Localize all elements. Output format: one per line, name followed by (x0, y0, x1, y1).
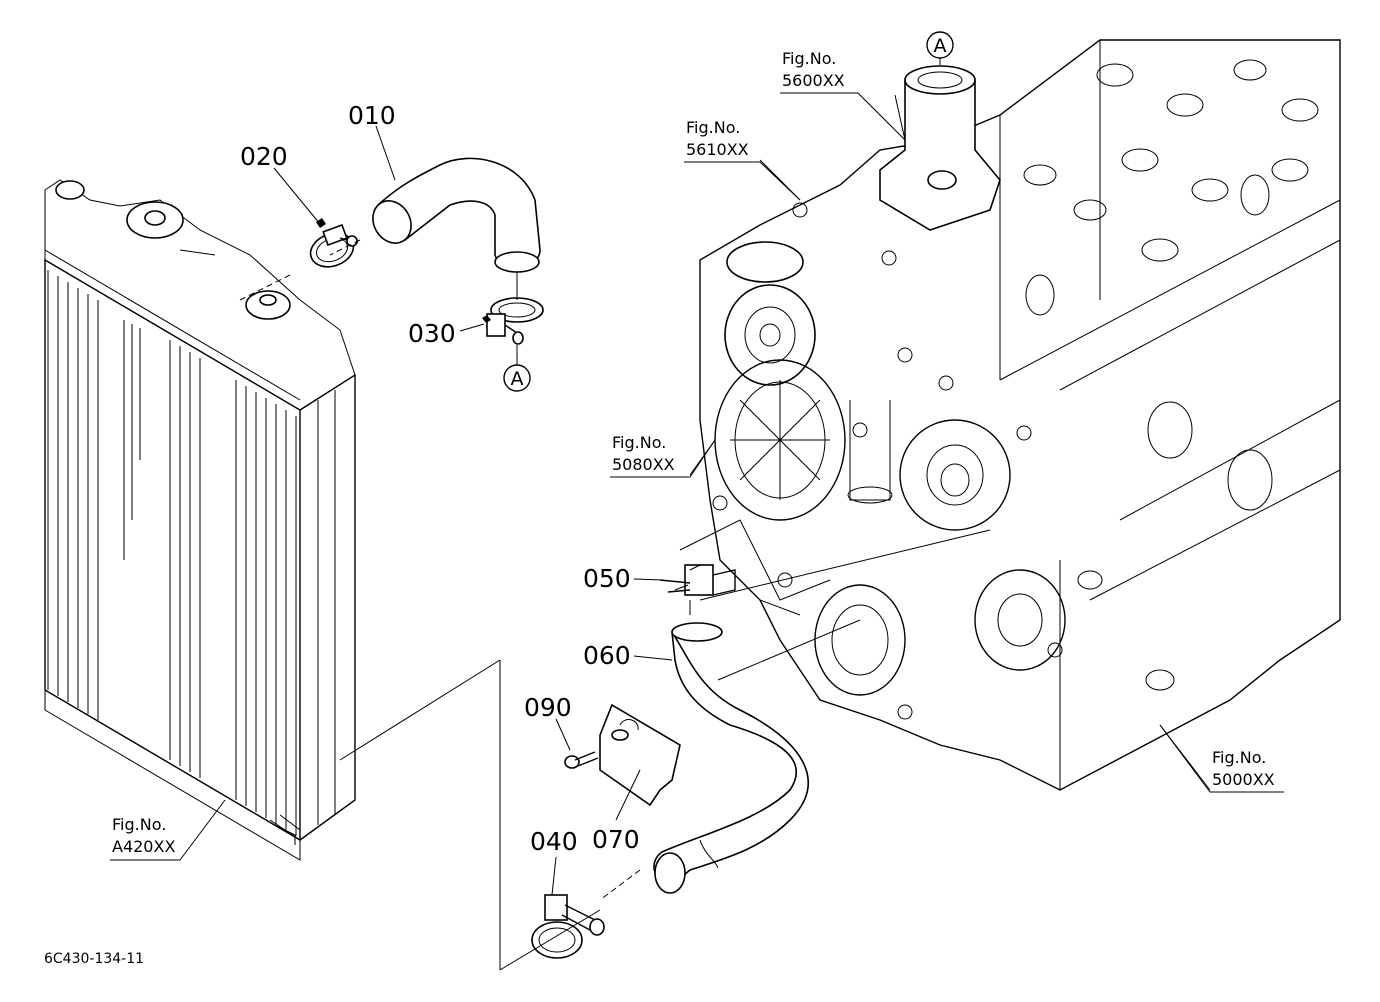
fig-ref-code: 5610XX (686, 140, 749, 159)
engine-block (699, 39, 1341, 791)
connector-mark-hose: A (503, 364, 531, 392)
fig-ref-title: Fig.No. (112, 815, 166, 834)
fig-ref-title: Fig.No. (686, 118, 740, 137)
bolt-090 (564, 751, 599, 769)
hose-clamp-020 (309, 218, 359, 268)
part-number-050: 050 (583, 564, 631, 593)
part-number-040: 040 (530, 827, 578, 856)
drawing-code: 6C430-134-11 (44, 951, 144, 967)
upper-radiator-hose (372, 157, 541, 273)
radiator (44, 179, 356, 861)
fig-ref-code: A420XX (112, 837, 175, 856)
fig-ref-5080: Fig.No. 5080XX (610, 433, 716, 478)
drain-cock-050 (659, 564, 736, 615)
fig-ref-5600: Fig.No. 5600XX (780, 49, 906, 141)
leader-lines (110, 58, 1211, 971)
connector-letter: A (934, 35, 947, 57)
fig-ref-title: Fig.No. (612, 433, 666, 452)
part-number-020: 020 (240, 142, 288, 171)
part-number-090: 090 (524, 693, 572, 722)
fig-ref-5610: Fig.No. 5610XX (684, 118, 801, 201)
fig-ref-A420: Fig.No. A420XX (112, 815, 175, 856)
fig-ref-code: 5000XX (1212, 770, 1275, 789)
part-number-060: 060 (583, 641, 631, 670)
fig-ref-title: Fig.No. (1212, 748, 1266, 767)
fig-ref-title: Fig.No. (782, 49, 836, 68)
connector-letter: A (511, 368, 524, 390)
connector-mark-top: A (926, 31, 954, 59)
part-number-010: 010 (348, 101, 396, 130)
hose-bracket-070 (599, 703, 681, 807)
fig-ref-5000: Fig.No. 5000XX (1159, 724, 1284, 793)
part-number-070: 070 (592, 825, 640, 854)
hose-clamp-040 (531, 894, 605, 959)
hose-clamp-030 (482, 297, 544, 345)
fig-ref-code: 5600XX (782, 71, 845, 90)
part-number-030: 030 (408, 319, 456, 348)
lower-radiator-hose (653, 622, 809, 894)
fig-ref-code: 5080XX (612, 455, 675, 474)
